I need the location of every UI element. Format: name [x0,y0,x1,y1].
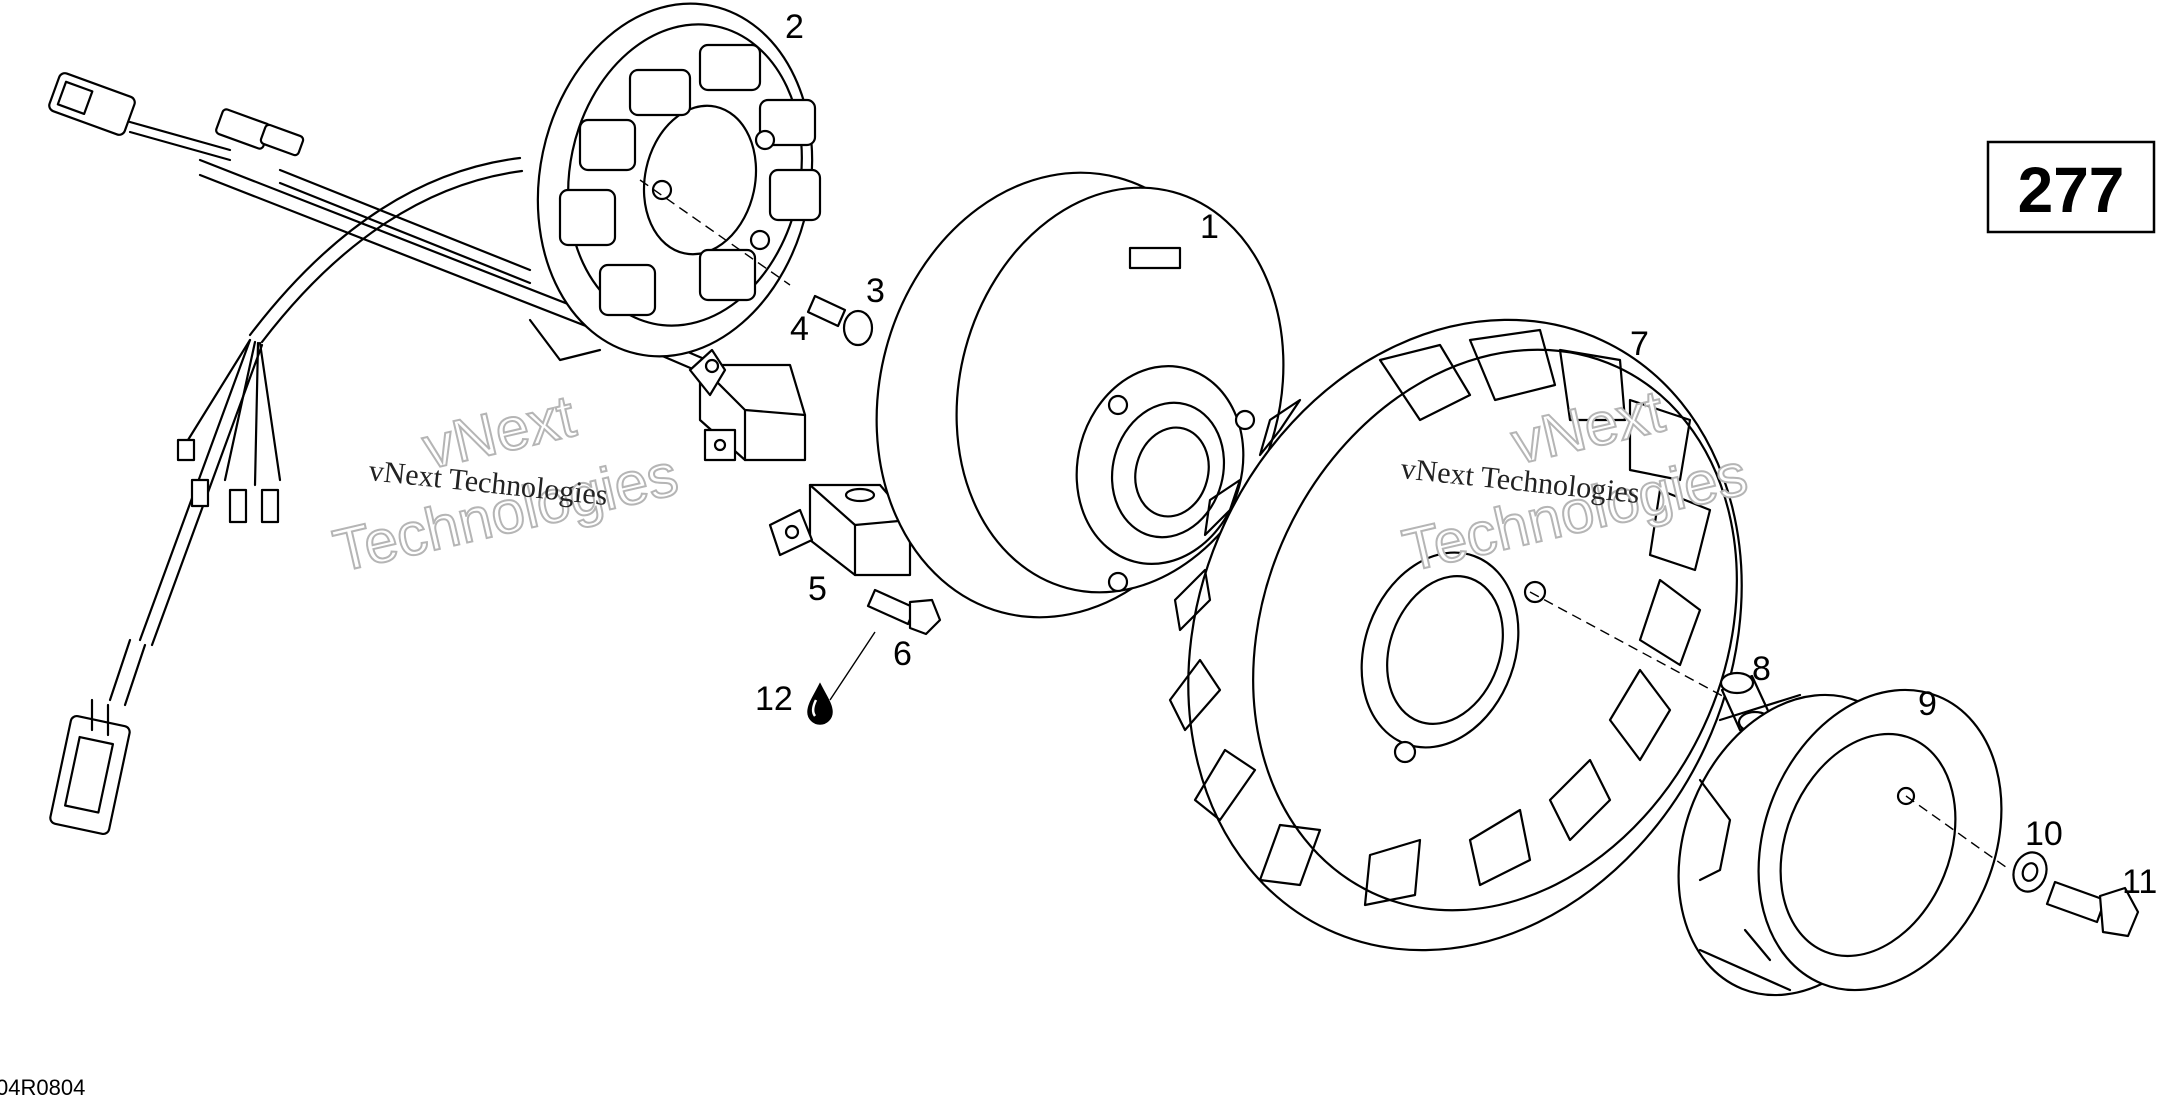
callout-12: 12 [755,680,793,718]
callout-4: 4 [790,310,809,348]
callout-11: 11 [2122,863,2157,901]
callout-1: 1 [1200,208,1219,246]
stator-screw [806,294,874,347]
page-number: 277 [2018,154,2125,226]
starter-cup [1677,688,2011,997]
rotor [875,171,1285,619]
callout-6: 6 [893,635,912,673]
stator [528,2,822,362]
callout-5: 5 [808,570,827,608]
sensor [768,483,912,577]
cup-bolt [2045,880,2140,938]
callout-3: 3 [866,272,885,310]
callout-8: 8 [1752,650,1771,688]
callout-9: 9 [1918,685,1937,723]
wiring-harness [48,72,802,836]
sensor-bolt [829,588,942,701]
page-number-box: 277 [1986,140,2156,234]
callout-10: 10 [2025,815,2063,853]
washer [2012,851,2048,893]
figure-code: 04R0804 [0,1075,85,1100]
callout-7: 7 [1630,325,1649,363]
trigger-coil [688,348,807,462]
callout-2: 2 [785,8,804,46]
oil-drop-icon [807,682,833,725]
fan [1168,318,1743,952]
